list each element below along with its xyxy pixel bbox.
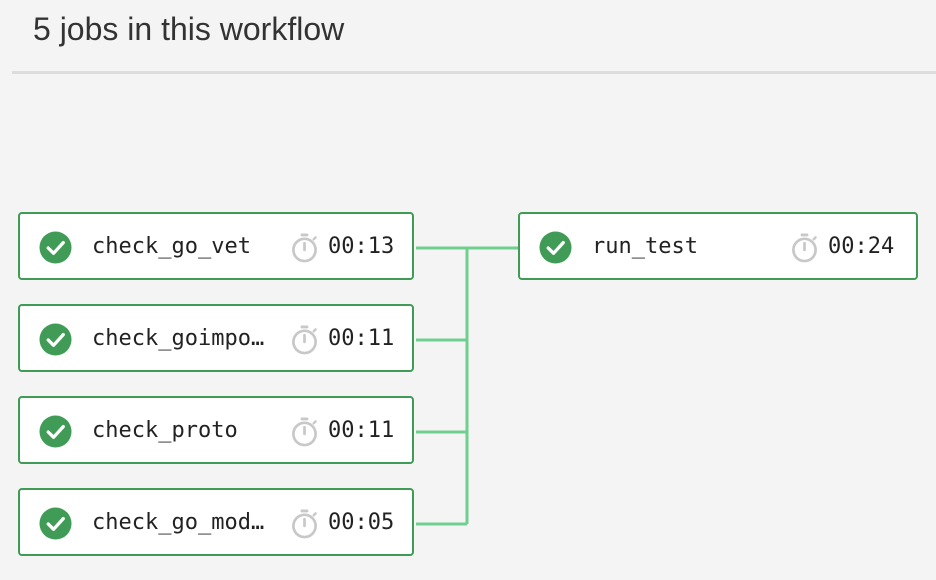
job-card-check-go-vet[interactable]: check_go_vet 00:13 xyxy=(18,212,414,280)
job-card-run-test[interactable]: run_test 00:24 xyxy=(518,212,918,280)
job-card-check-goimports[interactable]: check_goimpo… 00:11 xyxy=(18,304,414,372)
job-name: run_test xyxy=(592,234,698,259)
stopwatch-icon xyxy=(292,325,317,355)
job-name: check_proto xyxy=(92,418,238,443)
job-name: check_go_mod… xyxy=(92,510,265,535)
check-circle-icon xyxy=(39,323,72,356)
job-duration: 00:05 xyxy=(328,510,395,535)
stopwatch-icon xyxy=(292,233,317,263)
job-duration: 00:24 xyxy=(828,234,895,259)
check-circle-icon xyxy=(39,507,72,540)
job-duration: 00:11 xyxy=(328,418,395,443)
job-name: check_go_vet xyxy=(92,234,251,259)
check-circle-icon xyxy=(39,231,72,264)
stopwatch-icon xyxy=(292,417,317,447)
check-circle-icon xyxy=(539,231,572,264)
job-duration: 00:11 xyxy=(328,326,395,351)
check-circle-icon xyxy=(39,415,72,448)
stopwatch-icon xyxy=(292,509,317,539)
stopwatch-icon xyxy=(792,233,817,263)
page-title: 5 jobs in this workflow xyxy=(33,11,345,47)
job-card-check-go-mod[interactable]: check_go_mod… 00:05 xyxy=(18,488,414,556)
workflow-header: 5 jobs in this workflow xyxy=(12,0,936,74)
job-card-check-proto[interactable]: check_proto 00:11 xyxy=(18,396,414,464)
job-name: check_goimpo… xyxy=(92,326,265,351)
job-duration: 00:13 xyxy=(328,234,395,259)
